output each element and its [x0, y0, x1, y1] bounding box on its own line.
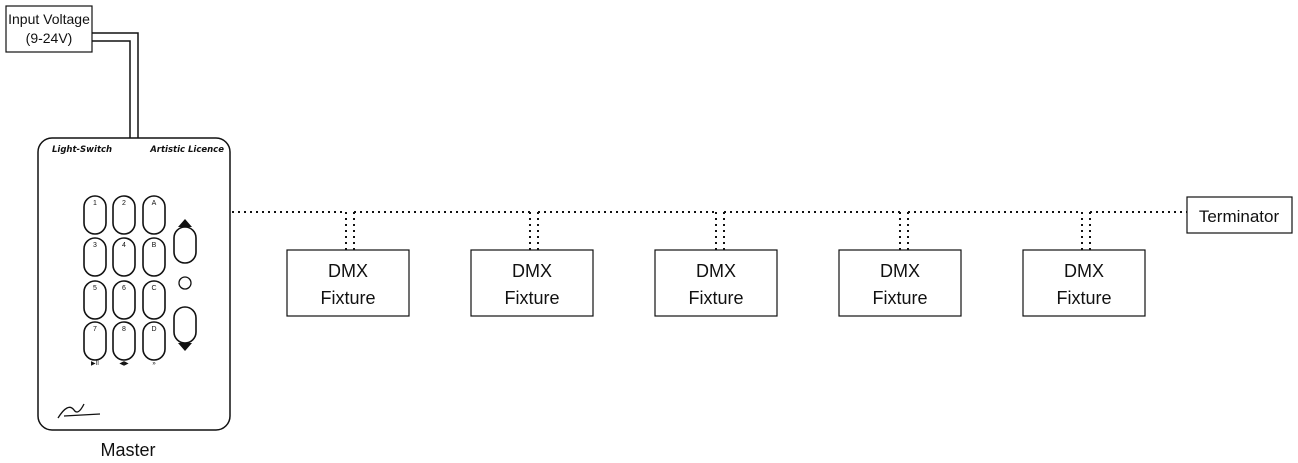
input-voltage-range: (9-24V) [26, 30, 73, 46]
fixture-4-line2: Fixture [872, 288, 927, 308]
key-button-8[interactable]: 8 [112, 321, 136, 361]
up-button[interactable] [173, 219, 197, 264]
key-label: B [152, 242, 157, 249]
play-pause-label: ▶II [91, 361, 99, 367]
master-controller: Light-Switch Artistic Licence 1 2 A 3 4 B 5 6 C 7… [37, 137, 231, 431]
key-label: 4 [122, 242, 126, 249]
key-label: 5 [93, 285, 97, 292]
key-label: 1 [93, 200, 97, 207]
terminator-label: Terminator [1199, 207, 1280, 226]
dmx-fixture-2: DMX Fixture [470, 249, 594, 317]
terminator-box: Terminator [1186, 196, 1293, 234]
key-label: 2 [122, 200, 126, 207]
brand-light-switch: Light-Switch [52, 145, 112, 155]
down-arrow-icon [178, 343, 192, 351]
master-caption: Master [100, 440, 155, 460]
key-button-4[interactable]: 4 [112, 237, 136, 277]
back-forward-label: ◀▶ [119, 361, 129, 367]
key-label: A [152, 200, 157, 207]
key-button-5[interactable]: 5 [83, 280, 107, 320]
key-label: 6 [122, 285, 126, 292]
dmx-fixture-4: DMX Fixture [838, 249, 962, 317]
fixture-3-line2: Fixture [688, 288, 743, 308]
key-label: C [151, 285, 156, 292]
key-label: 8 [122, 326, 126, 333]
fixture-1-line2: Fixture [320, 288, 375, 308]
fixture-2-line2: Fixture [504, 288, 559, 308]
artistic-licence-logo-icon [57, 403, 101, 419]
key-button-c[interactable]: C [142, 280, 166, 320]
input-voltage-label: Input Voltage [8, 11, 90, 27]
input-voltage-box: Input Voltage (9-24V) [5, 5, 93, 53]
dmx-fixture-3: DMX Fixture [654, 249, 778, 317]
key-label: D [151, 326, 156, 333]
fixture-2-line1: DMX [512, 261, 552, 281]
fixture-1-line1: DMX [328, 261, 368, 281]
skip-label: » [152, 361, 156, 367]
key-label: 3 [93, 242, 97, 249]
key-label: 7 [93, 326, 97, 333]
transport-labels: ▶II ◀▶ » [91, 361, 156, 367]
down-button[interactable] [173, 306, 197, 351]
keypad: 1 2 A 3 4 B 5 6 C 7 8 D [83, 195, 166, 361]
key-button-2[interactable]: 2 [112, 195, 136, 235]
power-cable [92, 32, 139, 138]
fixture-4-line1: DMX [880, 261, 920, 281]
up-arrow-icon [178, 219, 192, 227]
key-button-a[interactable]: A [142, 195, 166, 235]
key-button-d[interactable]: D [142, 321, 166, 361]
dmx-fixture-1: DMX Fixture [286, 249, 410, 317]
key-button-6[interactable]: 6 [112, 280, 136, 320]
key-button-1[interactable]: 1 [83, 195, 107, 235]
brand-artistic-licence: Artistic Licence [149, 145, 224, 155]
fixture-5-line2: Fixture [1056, 288, 1111, 308]
dmx-fixture-5: DMX Fixture [1022, 249, 1146, 317]
fixture-3-line1: DMX [696, 261, 736, 281]
fixture-drops [345, 212, 1091, 250]
status-led [178, 276, 192, 290]
key-button-3[interactable]: 3 [83, 237, 107, 277]
key-button-b[interactable]: B [142, 237, 166, 277]
key-button-7[interactable]: 7 [83, 321, 107, 361]
fixture-5-line1: DMX [1064, 261, 1104, 281]
